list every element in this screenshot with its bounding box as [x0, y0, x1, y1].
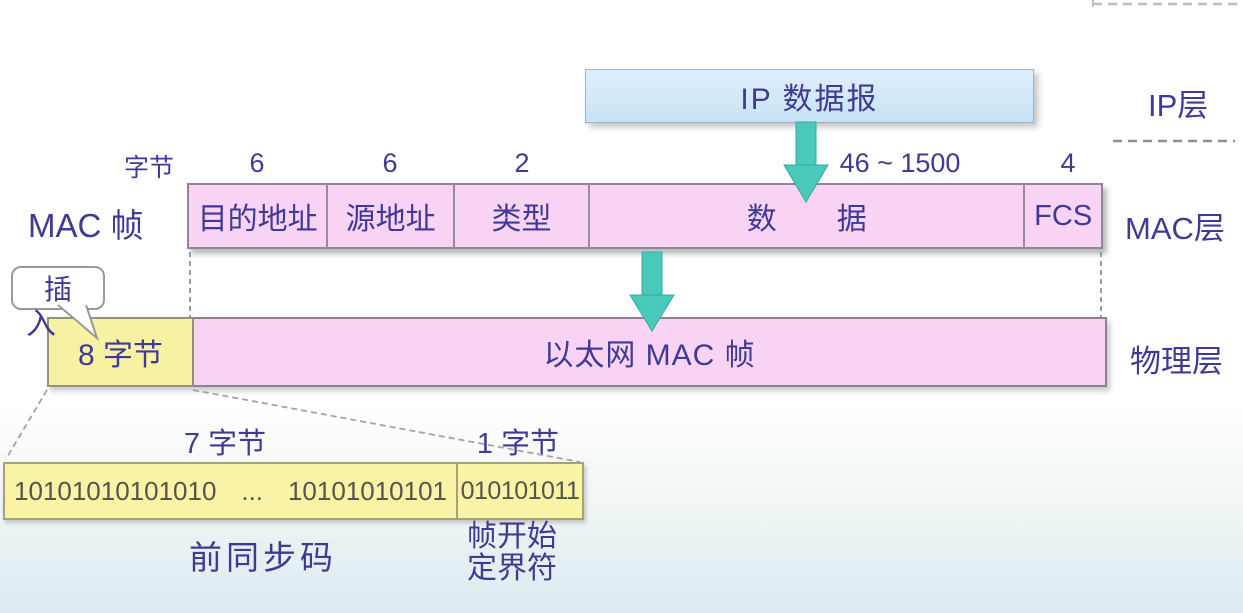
field-bytes-destination: 6	[249, 148, 265, 178]
sfd-name-line2: 定界符	[467, 552, 557, 585]
insert-callout-text: 插	[43, 274, 72, 305]
ip-layer-label: IP层	[1148, 88, 1209, 123]
sfd-bits-cell: 010101011	[460, 476, 580, 505]
field-cell-fcs: FCS	[1034, 199, 1093, 232]
insert-callout-text-overflow: 入	[26, 308, 56, 341]
insert-callout-bubble: 插	[11, 266, 105, 310]
mac-layer-label: MAC层	[1125, 211, 1225, 246]
ip-datagram-box: IP 数据报	[585, 69, 1034, 123]
mac-frame-row-label: MAC 帧	[28, 207, 144, 244]
preamble-8byte-box: 8 字节	[47, 317, 194, 387]
field-bytes-source: 6	[382, 148, 398, 178]
field-cell-data: 数 据	[590, 185, 1026, 247]
field-cell-destination-address: 目的地址	[189, 185, 329, 247]
sfd-width-label: 1 字节	[476, 428, 560, 460]
physical-layer-label: 物理层	[1130, 344, 1223, 379]
field-cell-source-address: 源地址	[328, 185, 455, 247]
preamble-bits-box: 10101010101010 ... 10101010101 010101011	[3, 462, 584, 520]
expansion-left-dashed-diagonal	[5, 389, 48, 460]
sfd-name-line1: 帧开始	[467, 520, 557, 553]
ethernet-mac-frame-box: 以太网 MAC 帧	[194, 317, 1107, 387]
preamble-name-label: 前同步码	[189, 539, 337, 576]
preamble-bits-cell: 10101010101010 ... 10101010101	[5, 464, 458, 518]
field-bytes-type: 2	[514, 148, 530, 178]
field-cell-type: 类型	[455, 185, 591, 247]
byte-unit-label: 字节	[124, 154, 175, 182]
ip-datagram-label: IP 数据报	[740, 83, 879, 116]
preamble-bits-dots: ...	[241, 475, 264, 506]
physical-layer-row: 8 字节 以太网 MAC 帧	[47, 317, 1107, 387]
field-bytes-fcs: 4	[1060, 148, 1076, 178]
preamble-bits-tail: 10101010101	[287, 475, 447, 506]
preamble-width-label: 7 字节	[183, 428, 267, 460]
field-bytes-data: 46 ~ 1500	[839, 148, 961, 178]
sfd-name-label: 帧开始 定界符	[432, 521, 592, 585]
preamble-bits-head: 10101010101010	[14, 475, 217, 506]
mac-frame-row: 目的地址 源地址 类型 数 据 FCS	[187, 183, 1103, 249]
